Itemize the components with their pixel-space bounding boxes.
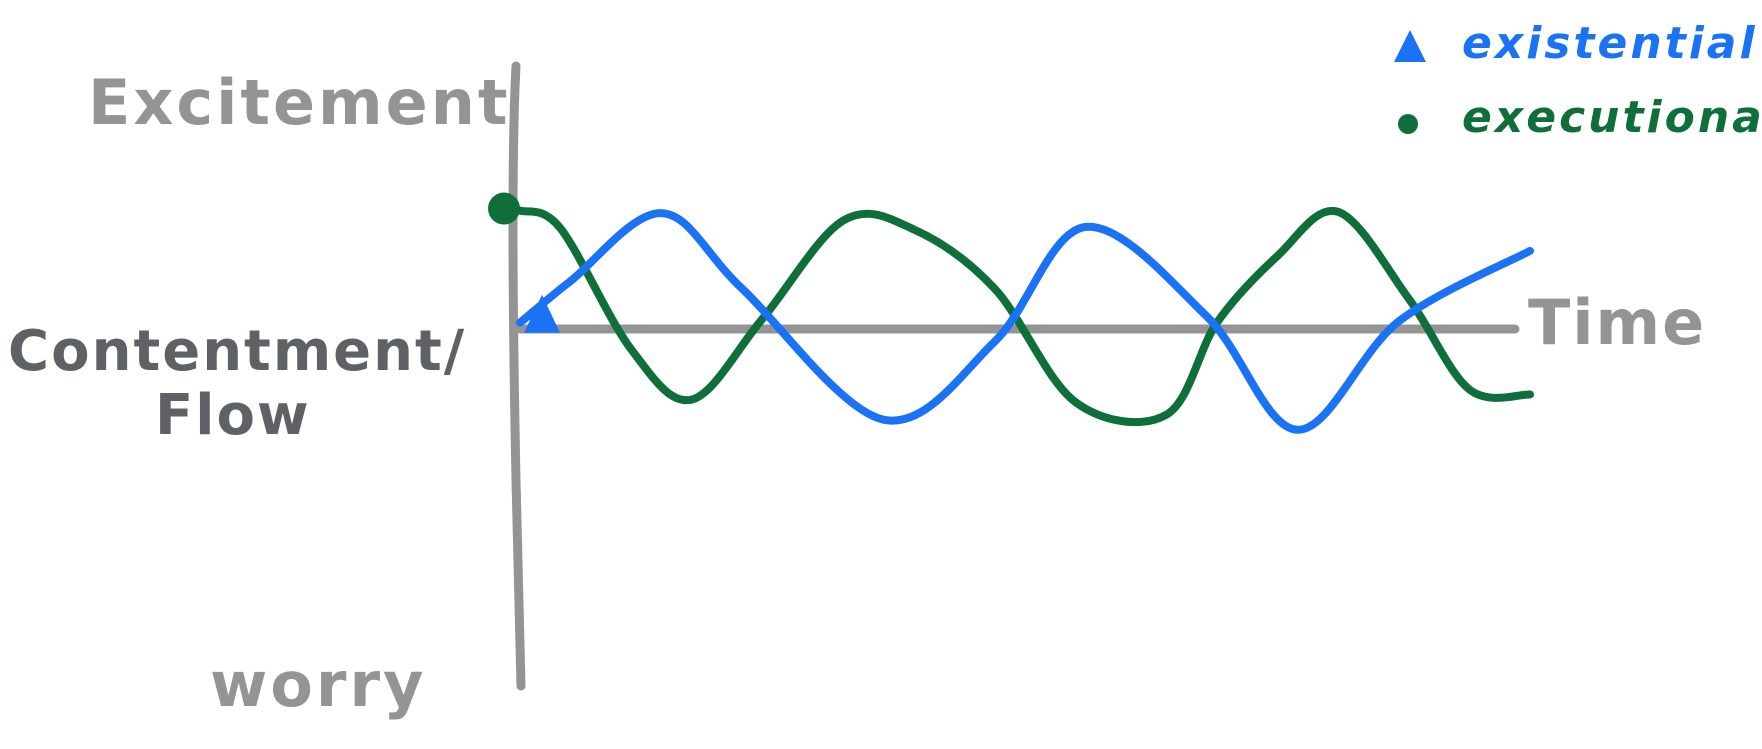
y-label-bottom: worry bbox=[210, 648, 426, 721]
y-label-middle-line2: Flow bbox=[155, 383, 311, 448]
series-marker-executional-dot-icon bbox=[488, 192, 520, 225]
series-line-existential bbox=[516, 209, 1534, 434]
y-label-middle-line1: Contentment/ bbox=[8, 319, 466, 384]
series-line-executional bbox=[516, 206, 1534, 427]
series-layer bbox=[488, 192, 1534, 434]
legend-label-executional: executional bbox=[1462, 92, 1762, 143]
series-marker-existential-triangle-icon bbox=[524, 294, 560, 333]
x-axis-label: Time bbox=[1528, 286, 1706, 359]
y-label-top: Excitement bbox=[88, 66, 510, 139]
legend: existential executional bbox=[1394, 18, 1762, 143]
legend-marker-existential-triangle-icon bbox=[1394, 30, 1426, 62]
legend-label-existential: existential bbox=[1462, 18, 1758, 69]
legend-marker-executional-dot-icon bbox=[1398, 114, 1418, 134]
y-axis-line bbox=[508, 61, 526, 691]
